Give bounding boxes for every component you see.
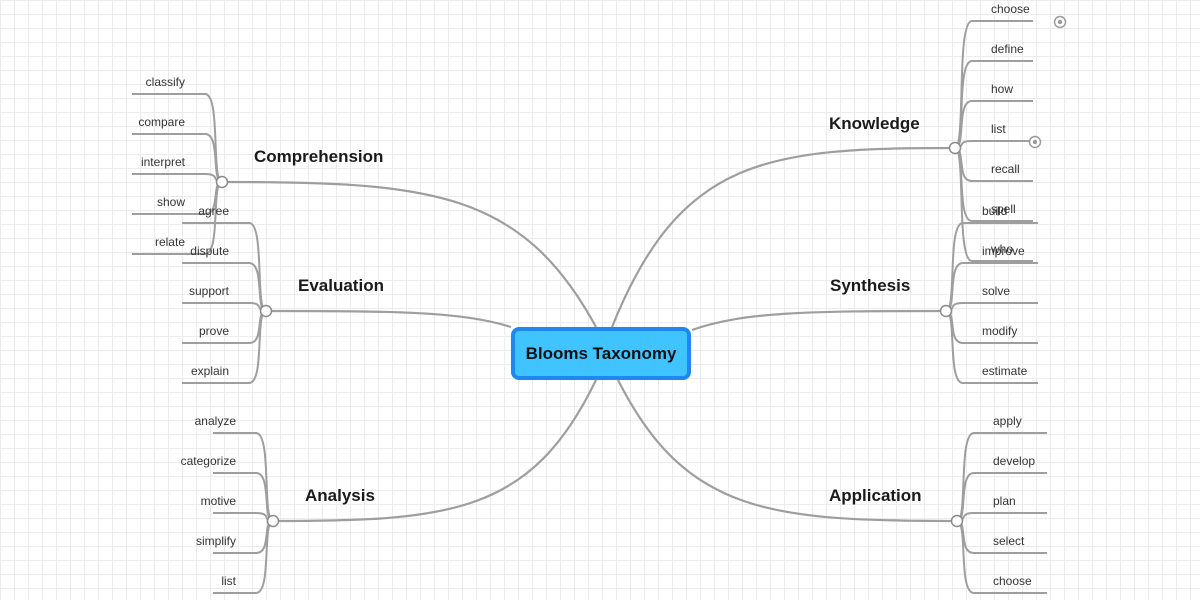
connector-synthesis-solve (945, 302, 1038, 312)
expand-toggle-dot (1057, 19, 1063, 25)
leaf-comprehension-interpret[interactable]: interpret (140, 155, 185, 169)
connector-knowledge (610, 146, 956, 328)
leaf-comprehension-relate[interactable]: relate (154, 235, 185, 249)
leaf-knowledge-choose[interactable]: choose (991, 2, 1030, 16)
leaf-knowledge-spell[interactable]: spell (991, 202, 1016, 216)
branch-label-application[interactable]: Application (829, 486, 922, 505)
branch-knob-analysis (266, 514, 280, 528)
branch-label-synthesis[interactable]: Synthesis (830, 276, 911, 295)
leaf-knowledge-recall[interactable]: recall (991, 162, 1020, 176)
leaf-analysis-simplify[interactable]: simplify (195, 534, 236, 548)
leaf-comprehension-show[interactable]: show (156, 195, 185, 209)
leaf-analysis-list[interactable]: list (221, 574, 236, 588)
branch-label-comprehension[interactable]: Comprehension (254, 147, 384, 166)
branch-knob-comprehension (215, 175, 229, 189)
leaf-comprehension-compare[interactable]: compare (138, 115, 185, 129)
connector-comprehension-interpret (132, 173, 223, 183)
leaf-synthesis-solve[interactable]: solve (982, 284, 1011, 298)
expand-toggle-dot (1032, 139, 1038, 145)
leaf-synthesis-build[interactable]: build (982, 204, 1008, 218)
leaf-knowledge-how[interactable]: how (991, 82, 1014, 96)
leaf-knowledge-define[interactable]: define (991, 42, 1024, 56)
branch-knob-synthesis (939, 304, 953, 318)
connector-application (617, 379, 958, 523)
leaf-analysis-analyze[interactable]: analyze (194, 414, 236, 428)
leaf-evaluation-agree[interactable]: agree (198, 204, 229, 218)
leaf-evaluation-dispute[interactable]: dispute (190, 244, 229, 258)
connector-knowledge-list (954, 140, 1033, 149)
branch-label-analysis[interactable]: Analysis (305, 486, 375, 505)
branch-knob-application (950, 514, 964, 528)
leaf-application-choose[interactable]: choose (993, 574, 1032, 588)
central-topic[interactable]: Blooms Taxonomy (511, 327, 691, 380)
leaf-synthesis-improve[interactable]: improve (982, 244, 1025, 258)
branch-knob-knowledge (948, 141, 962, 155)
leaf-evaluation-support[interactable]: support (188, 284, 229, 298)
leaf-comprehension-classify[interactable]: classify (145, 75, 185, 89)
leaf-application-plan[interactable]: plan (993, 494, 1016, 508)
leaf-application-apply[interactable]: apply (993, 414, 1022, 428)
connector-comprehension (221, 180, 597, 328)
branch-label-evaluation[interactable]: Evaluation (298, 276, 384, 295)
leaf-knowledge-who[interactable]: who (991, 242, 1014, 256)
connector-evaluation-support (182, 302, 267, 312)
leaf-synthesis-modify[interactable]: modify (982, 324, 1018, 338)
leaf-application-select[interactable]: select (993, 534, 1025, 548)
connector-synthesis (691, 309, 947, 332)
branch-label-knowledge[interactable]: Knowledge (829, 114, 920, 133)
leaf-analysis-categorize[interactable]: categorize (180, 454, 236, 468)
branch-knob-evaluation (259, 304, 273, 318)
leaf-evaluation-prove[interactable]: prove (198, 324, 229, 338)
connector-analysis-motive (213, 512, 274, 522)
leaf-application-develop[interactable]: develop (993, 454, 1036, 468)
leaf-analysis-motive[interactable]: motive (200, 494, 236, 508)
connector-application-plan (956, 512, 1047, 522)
leaf-knowledge-list[interactable]: list (991, 122, 1006, 136)
leaf-synthesis-estimate[interactable]: estimate (982, 364, 1028, 378)
leaf-evaluation-explain[interactable]: explain (190, 364, 229, 378)
connector-analysis (272, 379, 597, 523)
connector-evaluation (265, 309, 512, 329)
